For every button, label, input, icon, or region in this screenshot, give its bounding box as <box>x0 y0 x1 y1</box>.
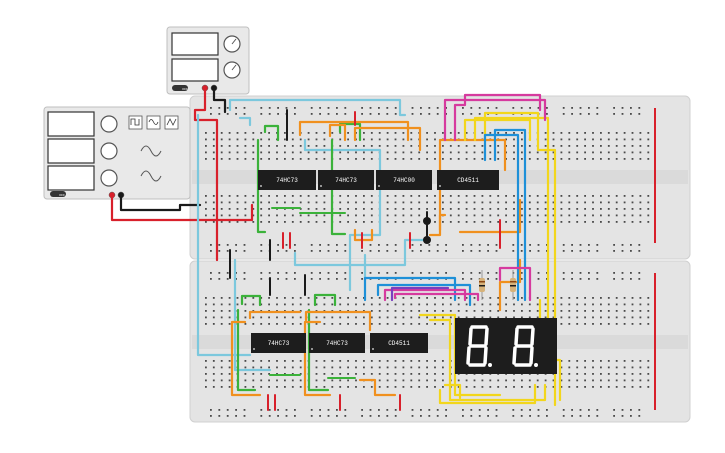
chip-label: CD4511 <box>388 340 410 347</box>
offset-knob <box>100 169 118 187</box>
frequency-knob <box>100 115 118 133</box>
power-supply-switch-label: OFF <box>182 87 188 91</box>
chip-label: 74HC73 <box>326 340 348 347</box>
chip-top-1[interactable]: 74HC73 <box>258 170 316 190</box>
function-generator-switch-label: OFF <box>59 193 65 197</box>
voltage-readout <box>171 32 219 56</box>
chip-top-2[interactable]: 74HC73 <box>318 170 374 190</box>
wire-junction <box>423 236 431 244</box>
chip-label: 74HC00 <box>393 177 415 184</box>
chip-label: CD4511 <box>457 177 479 184</box>
chip-label: 74HC73 <box>276 177 298 184</box>
wire-junction <box>423 217 431 225</box>
resistor-1[interactable] <box>479 270 485 300</box>
digit-2 <box>512 325 538 367</box>
chip-bottom-3[interactable]: CD4511 <box>370 333 428 353</box>
seven-segment-display[interactable] <box>455 318 557 374</box>
chip-bottom-2[interactable]: 74HC73 <box>309 333 365 353</box>
chip-label: 74HC73 <box>335 177 357 184</box>
chip-label: 74HC73 <box>268 340 290 347</box>
amplitude-knob <box>100 142 118 160</box>
chip-bottom-1[interactable]: 74HC73 <box>251 333 306 353</box>
current-readout <box>171 58 219 82</box>
power-supply-switch <box>172 85 188 91</box>
power-supply[interactable]: OFF <box>166 26 250 95</box>
resistor-2[interactable] <box>510 270 516 300</box>
function-generator-switch <box>50 191 66 197</box>
digit-1 <box>466 325 492 367</box>
chip-top-4[interactable]: CD4511 <box>437 170 499 190</box>
function-generator[interactable]: OFF <box>43 106 191 200</box>
chip-top-3[interactable]: 74HC00 <box>376 170 432 190</box>
